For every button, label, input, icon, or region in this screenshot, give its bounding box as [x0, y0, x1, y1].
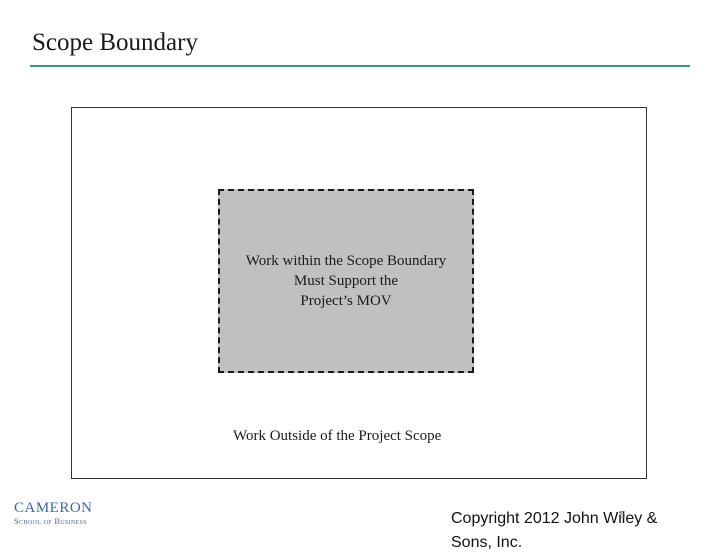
- outside-scope-label: Work Outside of the Project Scope: [233, 428, 442, 444]
- scope-line-3: Project’s MOV: [300, 293, 392, 309]
- scope-boundary-box: Work within the Scope Boundary Must Supp…: [218, 189, 474, 373]
- logo-main-text: CAMERON: [14, 500, 93, 516]
- page-number: 5: [620, 510, 626, 521]
- slide-title: Scope Boundary: [32, 29, 198, 56]
- scope-line-1: Work within the Scope Boundary: [245, 253, 447, 269]
- title-divider: [30, 65, 690, 67]
- logo-sub-text: School of Business: [14, 516, 87, 526]
- scope-boundary-text: Work within the Scope Boundary Must Supp…: [246, 251, 446, 311]
- cameron-logo: CAMERON School of Business: [14, 500, 98, 530]
- copyright-text: Copyright 2012 John Wiley & Sons, Inc.: [451, 510, 658, 551]
- scope-line-2: Must Support the: [293, 273, 399, 289]
